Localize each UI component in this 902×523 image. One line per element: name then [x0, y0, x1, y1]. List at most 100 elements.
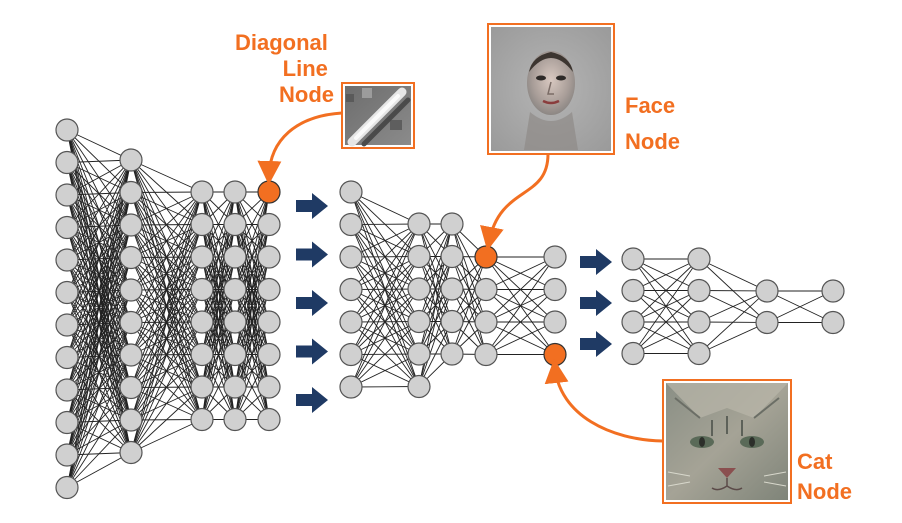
network-c-node — [687, 341, 711, 366]
network-c-node — [687, 247, 711, 271]
flow-arrow-icon — [296, 290, 328, 316]
network-a-edge — [130, 191, 203, 291]
network-a-edge — [66, 322, 132, 488]
network-b-highlighted-node — [474, 245, 498, 269]
network-a-node — [190, 342, 214, 367]
network-a-node — [257, 342, 281, 367]
network-a-edge — [130, 386, 203, 453]
network-c-node — [687, 310, 711, 334]
network-a-node — [257, 310, 281, 334]
network-b-edge — [485, 289, 556, 355]
network-a-edge — [130, 354, 203, 453]
network-a-node — [55, 410, 79, 435]
network-a-node — [55, 280, 79, 305]
network-b-node — [339, 212, 363, 237]
network-a-edge — [130, 256, 203, 453]
flow-arrow-icon — [296, 241, 328, 268]
network-b-edge — [485, 256, 556, 355]
network-c-node — [821, 310, 845, 335]
network-a-node — [190, 245, 214, 269]
network-b-edge — [350, 353, 420, 388]
network-a-edge — [66, 452, 132, 488]
cat-node-label: Cat Node — [797, 449, 852, 504]
network-b-edge — [418, 321, 453, 387]
cat-thumbnail — [662, 379, 792, 504]
network-a-node — [55, 150, 79, 175]
network-a-edge — [130, 191, 203, 226]
network-c-edge — [698, 322, 768, 354]
network-b-node — [474, 342, 498, 367]
network-a-edge — [66, 159, 132, 488]
network-a-node — [55, 248, 79, 272]
network-c-edge — [698, 258, 768, 292]
network-a-edge — [201, 354, 236, 420]
network-a-node — [55, 313, 79, 337]
network-a-edge — [201, 191, 236, 323]
network-b-edge — [418, 256, 453, 387]
network-a-node — [119, 245, 143, 270]
network-a-edge — [201, 289, 236, 420]
network-b-node — [339, 342, 363, 367]
network-c-edge — [632, 258, 700, 291]
network-a-node — [190, 212, 214, 237]
network-a-node — [119, 343, 143, 367]
network-a-edge — [130, 191, 203, 323]
network-a-node — [55, 118, 79, 142]
network-b-edge — [350, 321, 420, 388]
network-a-edge — [130, 191, 203, 421]
flow-arrow-icon — [580, 290, 612, 316]
network-b-edge — [350, 223, 420, 355]
face-pointer — [480, 153, 550, 251]
network-a-edge — [201, 321, 236, 420]
network-a-edge — [66, 159, 132, 228]
network-a-edge — [201, 191, 236, 258]
network-a-node — [223, 277, 247, 302]
face-node-label: Face Node — [625, 93, 681, 154]
network-b-edge — [350, 288, 420, 388]
flow-arrow-icon — [580, 249, 612, 275]
network-c-node — [621, 341, 645, 366]
network-c-edge — [632, 258, 700, 354]
flow-arrow-icon — [296, 387, 328, 413]
network-b-node — [407, 374, 431, 399]
network-a-node — [119, 213, 143, 237]
network-a-highlighted-node — [257, 180, 281, 204]
network-c-edge — [698, 290, 768, 354]
network-a-edge — [234, 191, 270, 323]
network-b-edge — [485, 321, 556, 355]
network-b-node — [440, 277, 464, 301]
network-a-node — [223, 310, 247, 334]
network-b-edge — [418, 223, 453, 322]
network-c-node — [621, 310, 645, 334]
network-b-edge — [485, 256, 556, 290]
network-b-node — [543, 245, 567, 269]
network-c-edge — [766, 290, 834, 323]
network-a-edge — [130, 224, 203, 453]
network-a-node — [55, 378, 79, 402]
network-a-node — [55, 215, 79, 240]
network-b-node — [339, 277, 363, 302]
diagonal-line-pointer — [257, 111, 343, 185]
network-c-node — [687, 278, 711, 303]
network-a-node — [223, 407, 247, 432]
network-c-node — [621, 247, 645, 271]
network-a-edge — [234, 321, 270, 420]
network-b-node — [339, 375, 363, 399]
network-b-edge — [350, 191, 420, 225]
network-c-node — [755, 279, 779, 303]
network-a-edge — [234, 354, 270, 420]
network-a-node — [190, 310, 214, 334]
network-a-node — [119, 148, 143, 172]
network-a-node — [257, 375, 281, 399]
network-b-node — [339, 245, 363, 269]
network-a-edge — [66, 159, 132, 196]
network-b-node — [474, 310, 498, 334]
network-c-node — [755, 310, 779, 335]
network-a-node — [223, 245, 247, 269]
network-a-edge — [66, 159, 132, 456]
network-c-node — [821, 279, 845, 303]
network-nodes — [55, 118, 845, 500]
network-a-edge — [66, 387, 132, 488]
network-b-highlighted-node — [543, 342, 567, 367]
network-b-edge — [350, 223, 420, 323]
